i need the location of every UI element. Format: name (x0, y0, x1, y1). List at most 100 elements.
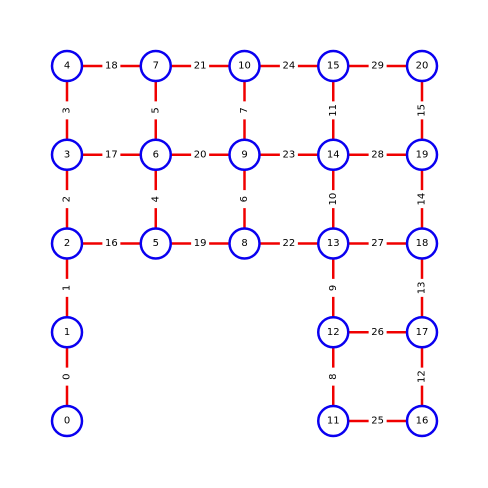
node-circle (317, 316, 350, 349)
edge-label-background (415, 278, 429, 297)
node-circle (317, 138, 350, 171)
edge-label-background (368, 325, 387, 340)
edge-label: 6 (239, 196, 250, 202)
node-label: 17 (416, 327, 429, 338)
edge-label: 24 (283, 61, 296, 72)
node-circle (228, 227, 261, 260)
edge-label-background (415, 190, 429, 209)
edge-label-background (326, 190, 341, 209)
node-label: 8 (241, 238, 247, 249)
node-label: 1 (64, 327, 70, 338)
node-label: 11 (327, 416, 340, 427)
node-19: 19 (405, 138, 439, 171)
edge-label-background (326, 278, 341, 297)
node-11: 11 (317, 404, 350, 438)
node-circle (50, 138, 84, 171)
edge-label: 9 (328, 285, 339, 291)
node-label: 2 (64, 238, 70, 249)
node-circle (50, 49, 84, 83)
edge-label: 21 (194, 61, 207, 72)
node-circle (405, 316, 439, 349)
node-label: 20 (416, 61, 429, 72)
node-6: 6 (139, 138, 172, 171)
edge-label: 16 (105, 238, 118, 249)
edge-label-background (60, 278, 74, 297)
node-label: 18 (416, 238, 429, 249)
node-label: 14 (327, 149, 340, 160)
node-13: 13 (317, 227, 350, 260)
node-label: 9 (241, 149, 247, 160)
node-circle (139, 49, 172, 83)
edge-label: 7 (239, 107, 250, 113)
node-circle (405, 227, 439, 260)
node-circle (317, 49, 350, 83)
edge-label-background (368, 59, 387, 73)
edge-label-background (279, 147, 298, 162)
edge-label-background (415, 101, 429, 120)
node-label: 4 (64, 61, 70, 72)
node-label: 13 (327, 238, 340, 249)
edge-label: 17 (105, 149, 118, 160)
edge-label-background (102, 236, 121, 251)
node-circle (317, 404, 350, 438)
edge-label: 25 (371, 416, 384, 427)
edge-label-background (148, 190, 163, 209)
node-17: 17 (405, 316, 439, 349)
node-label: 0 (64, 416, 70, 427)
edge-label: 27 (371, 238, 384, 249)
node-3: 3 (50, 138, 84, 171)
node-8: 8 (228, 227, 261, 260)
edge-label: 12 (417, 370, 428, 383)
node-label: 19 (416, 149, 429, 160)
edge-label: 23 (283, 149, 296, 160)
edge-label: 14 (417, 193, 428, 206)
node-12: 12 (317, 316, 350, 349)
edge-label-background (102, 59, 121, 73)
edge-label-background (191, 147, 210, 162)
edge-label-background (326, 367, 341, 386)
node-18: 18 (405, 227, 439, 260)
node-label: 5 (153, 238, 159, 249)
node-label: 3 (64, 149, 70, 160)
edge-label-background (60, 367, 74, 386)
node-circle (139, 138, 172, 171)
edge-label-background (191, 59, 210, 73)
edge-label: 10 (328, 193, 339, 206)
node-20: 20 (405, 49, 439, 83)
edge-label-background (368, 236, 387, 251)
node-circle (50, 316, 84, 349)
edge-label: 19 (194, 238, 207, 249)
node-1: 1 (50, 316, 84, 349)
node-16: 16 (405, 404, 439, 438)
edge-label: 5 (150, 107, 161, 113)
node-circle (405, 49, 439, 83)
node-circle (317, 227, 350, 260)
edge-label: 20 (194, 149, 207, 160)
edge-label: 8 (328, 373, 339, 379)
edge-label: 13 (417, 282, 428, 295)
node-0: 0 (50, 404, 84, 438)
node-label: 15 (327, 61, 340, 72)
edge-label-background (191, 236, 210, 251)
node-label: 16 (416, 416, 429, 427)
node-10: 10 (228, 49, 261, 83)
edge-label: 3 (62, 107, 73, 113)
edge-label-background (326, 101, 341, 120)
edge-label: 28 (371, 149, 384, 160)
edge-label-background (148, 101, 163, 120)
node-7: 7 (139, 49, 172, 83)
edge-label-background (279, 236, 298, 251)
edge-label: 29 (371, 61, 384, 72)
node-14: 14 (317, 138, 350, 171)
node-label: 7 (153, 61, 159, 72)
node-label: 10 (238, 61, 251, 72)
node-circle (405, 404, 439, 438)
node-9: 9 (228, 138, 261, 171)
node-label: 6 (153, 149, 159, 160)
node-label: 12 (327, 327, 340, 338)
node-circle (50, 227, 84, 260)
edge-label: 15 (417, 104, 428, 117)
node-circle (50, 404, 84, 438)
